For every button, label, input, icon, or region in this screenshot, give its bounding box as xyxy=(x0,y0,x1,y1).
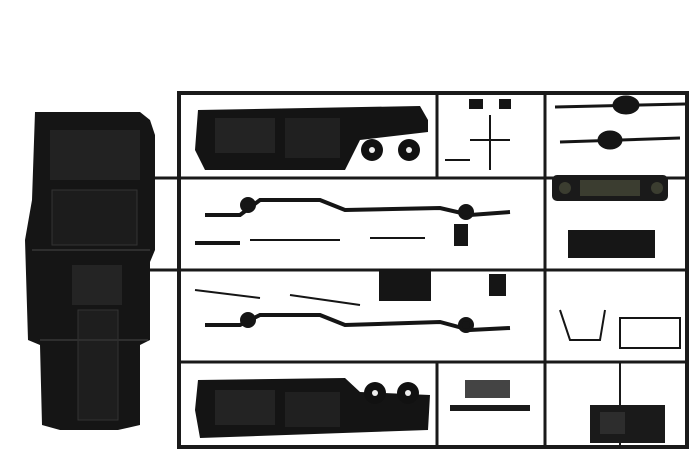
small-parts-top xyxy=(445,99,511,170)
chassis-tub-part xyxy=(25,112,155,430)
body-panel-top xyxy=(195,106,428,170)
chassis-rail-upper xyxy=(195,197,511,245)
chassis-rail-lower xyxy=(194,289,511,333)
grille-part xyxy=(568,230,655,258)
axle-parts xyxy=(554,95,686,150)
small-parts-bottom xyxy=(450,380,665,443)
sprue-frame xyxy=(150,91,689,449)
engine-parts xyxy=(370,224,506,301)
radiator-part xyxy=(552,175,668,201)
right-wire-parts xyxy=(559,309,681,349)
body-panel-bottom xyxy=(195,378,430,438)
